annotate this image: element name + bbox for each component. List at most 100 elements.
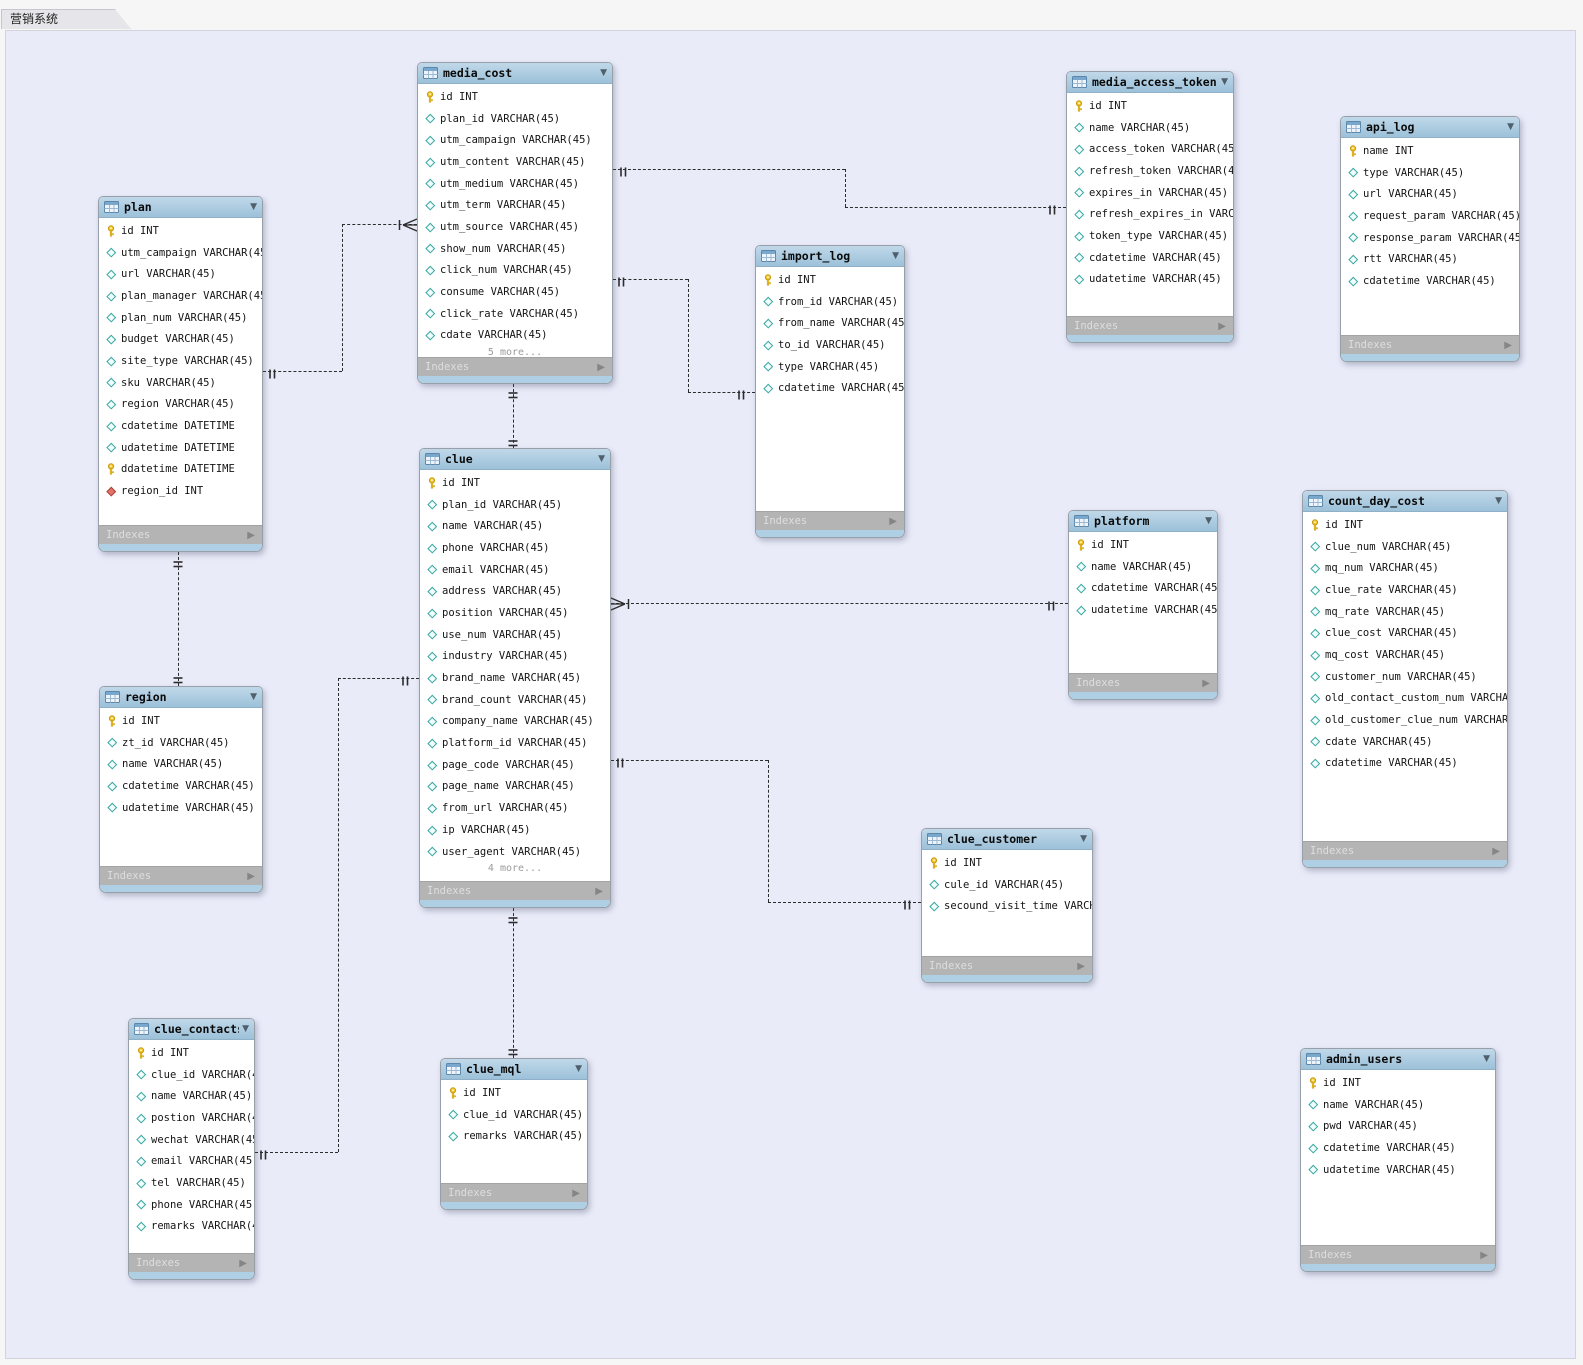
column-row[interactable]: udatetime VARCHAR(45) — [100, 797, 262, 819]
document-tab[interactable]: 营销系统 — [1, 9, 131, 29]
indexes-bar[interactable]: Indexes▶ — [1067, 316, 1233, 335]
indexes-bar[interactable]: Indexes▶ — [1301, 1245, 1495, 1264]
indexes-bar[interactable]: Indexes▶ — [441, 1183, 587, 1202]
relationship-line[interactable] — [513, 384, 514, 448]
table-header[interactable]: clue_contacts▼ — [129, 1019, 254, 1040]
column-row[interactable]: brand_count VARCHAR(45) — [420, 689, 610, 711]
relationship-line[interactable] — [688, 279, 689, 392]
column-row[interactable]: sku VARCHAR(45) — [99, 372, 262, 394]
column-row[interactable]: id INT — [99, 220, 262, 242]
more-columns-note[interactable]: 4 more... — [487, 863, 543, 875]
column-row[interactable]: user_agent VARCHAR(45) — [420, 841, 610, 863]
column-row[interactable]: position VARCHAR(45) — [420, 602, 610, 624]
column-row[interactable]: url VARCHAR(45) — [99, 263, 262, 285]
expand-arrow-icon[interactable]: ▶ — [239, 1257, 247, 1269]
column-row[interactable]: pwd VARCHAR(45) — [1301, 1115, 1495, 1137]
column-row[interactable]: platform_id VARCHAR(45) — [420, 732, 610, 754]
column-row[interactable]: udatetime VARCHAR(45) — [1067, 269, 1233, 291]
column-row[interactable]: cdatetime VARCHAR(45) — [1341, 270, 1519, 292]
indexes-bar[interactable]: Indexes▶ — [100, 866, 262, 885]
column-row[interactable]: refresh_expires_in VARCHA… — [1067, 203, 1233, 225]
column-row[interactable]: id INT — [1067, 95, 1233, 117]
column-row[interactable]: zt_id VARCHAR(45) — [100, 732, 262, 754]
relationship-line[interactable] — [338, 678, 339, 1152]
column-row[interactable]: region VARCHAR(45) — [99, 394, 262, 416]
column-row[interactable]: from_url VARCHAR(45) — [420, 797, 610, 819]
expand-arrow-icon[interactable]: ▶ — [247, 529, 255, 541]
collapse-caret-icon[interactable]: ▼ — [1507, 122, 1514, 132]
column-row[interactable]: cdatetime VARCHAR(45) — [1303, 753, 1507, 775]
column-row[interactable]: company_name VARCHAR(45) — [420, 711, 610, 733]
collapse-caret-icon[interactable]: ▼ — [892, 251, 899, 261]
column-row[interactable]: to_id VARCHAR(45) — [756, 334, 904, 356]
column-row[interactable]: expires_in VARCHAR(45) — [1067, 182, 1233, 204]
indexes-bar[interactable]: Indexes▶ — [418, 357, 612, 376]
indexes-bar[interactable]: Indexes▶ — [1341, 335, 1519, 354]
relationship-line[interactable] — [768, 902, 921, 903]
column-row[interactable]: token_type VARCHAR(45) — [1067, 225, 1233, 247]
column-row[interactable]: brand_name VARCHAR(45) — [420, 667, 610, 689]
column-row[interactable]: type VARCHAR(45) — [1341, 162, 1519, 184]
column-row[interactable]: email VARCHAR(45) — [129, 1150, 254, 1172]
column-row[interactable]: site_type VARCHAR(45) — [99, 350, 262, 372]
column-row[interactable]: plan_id VARCHAR(45) — [420, 494, 610, 516]
column-row[interactable]: region_id INT — [99, 480, 262, 502]
relationship-line[interactable] — [338, 678, 419, 679]
column-row[interactable]: ip VARCHAR(45) — [420, 819, 610, 841]
collapse-caret-icon[interactable]: ▼ — [600, 68, 607, 78]
indexes-bar[interactable]: Indexes▶ — [129, 1253, 254, 1272]
column-row[interactable]: secound_visit_time VARCHAR… — [922, 895, 1092, 917]
column-row[interactable]: name INT — [1341, 140, 1519, 162]
column-row[interactable]: refresh_token VARCHAR(45) — [1067, 160, 1233, 182]
expand-arrow-icon[interactable]: ▶ — [1218, 320, 1226, 332]
table-header[interactable]: count_day_cost▼ — [1303, 491, 1507, 512]
expand-arrow-icon[interactable]: ▶ — [595, 885, 603, 897]
column-row[interactable]: consume VARCHAR(45) — [418, 281, 612, 303]
column-row[interactable]: request_param VARCHAR(45) — [1341, 205, 1519, 227]
relationship-line[interactable] — [688, 392, 755, 393]
relationship-line[interactable] — [613, 279, 688, 280]
relationship-line[interactable] — [611, 603, 1068, 604]
column-row[interactable]: rtt VARCHAR(45) — [1341, 248, 1519, 270]
indexes-bar[interactable]: Indexes▶ — [1303, 841, 1507, 860]
table-header[interactable]: media_access_token▼ — [1067, 72, 1233, 93]
indexes-bar[interactable]: Indexes▶ — [756, 511, 904, 530]
expand-arrow-icon[interactable]: ▶ — [572, 1187, 580, 1199]
table-header[interactable]: admin_users▼ — [1301, 1049, 1495, 1070]
table-header[interactable]: import_log▼ — [756, 246, 904, 267]
column-row[interactable]: show_num VARCHAR(45) — [418, 238, 612, 260]
column-row[interactable]: name VARCHAR(45) — [1067, 117, 1233, 139]
column-row[interactable]: cdatetime VARCHAR(45) — [1067, 247, 1233, 269]
relationship-line[interactable] — [845, 169, 846, 207]
column-row[interactable]: cdatetime DATETIME — [99, 415, 262, 437]
expand-arrow-icon[interactable]: ▶ — [1202, 677, 1210, 689]
column-row[interactable]: id INT — [441, 1082, 587, 1104]
column-row[interactable]: udatetime VARCHAR(45) — [1301, 1159, 1495, 1181]
column-row[interactable]: remarks VARCHAR(45) — [441, 1125, 587, 1147]
column-row[interactable]: remarks VARCHAR(45) — [129, 1216, 254, 1238]
column-row[interactable]: url VARCHAR(45) — [1341, 183, 1519, 205]
table-header[interactable]: plan▼ — [99, 197, 262, 218]
column-row[interactable]: udatetime DATETIME — [99, 437, 262, 459]
relationship-line[interactable] — [845, 207, 1066, 208]
column-row[interactable]: cdatetime VARCHAR(45) — [1069, 577, 1217, 599]
expand-arrow-icon[interactable]: ▶ — [1504, 339, 1512, 351]
column-row[interactable]: cdatetime VARCHAR(45) — [1301, 1137, 1495, 1159]
column-row[interactable]: name VARCHAR(45) — [420, 515, 610, 537]
column-row[interactable]: id INT — [100, 710, 262, 732]
column-row[interactable]: old_contact_custom_num VARCHAR(45) — [1303, 688, 1507, 710]
column-row[interactable]: tel VARCHAR(45) — [129, 1172, 254, 1194]
expand-arrow-icon[interactable]: ▶ — [889, 515, 897, 527]
column-row[interactable]: plan_num VARCHAR(45) — [99, 307, 262, 329]
column-row[interactable]: email VARCHAR(45) — [420, 559, 610, 581]
column-row[interactable]: cdate VARCHAR(45) — [418, 325, 612, 347]
column-row[interactable]: utm_source VARCHAR(45) — [418, 216, 612, 238]
column-row[interactable]: mq_num VARCHAR(45) — [1303, 557, 1507, 579]
table-header[interactable]: clue_customer▼ — [922, 829, 1092, 850]
column-row[interactable]: clue_id VARCHAR(45) — [129, 1064, 254, 1086]
